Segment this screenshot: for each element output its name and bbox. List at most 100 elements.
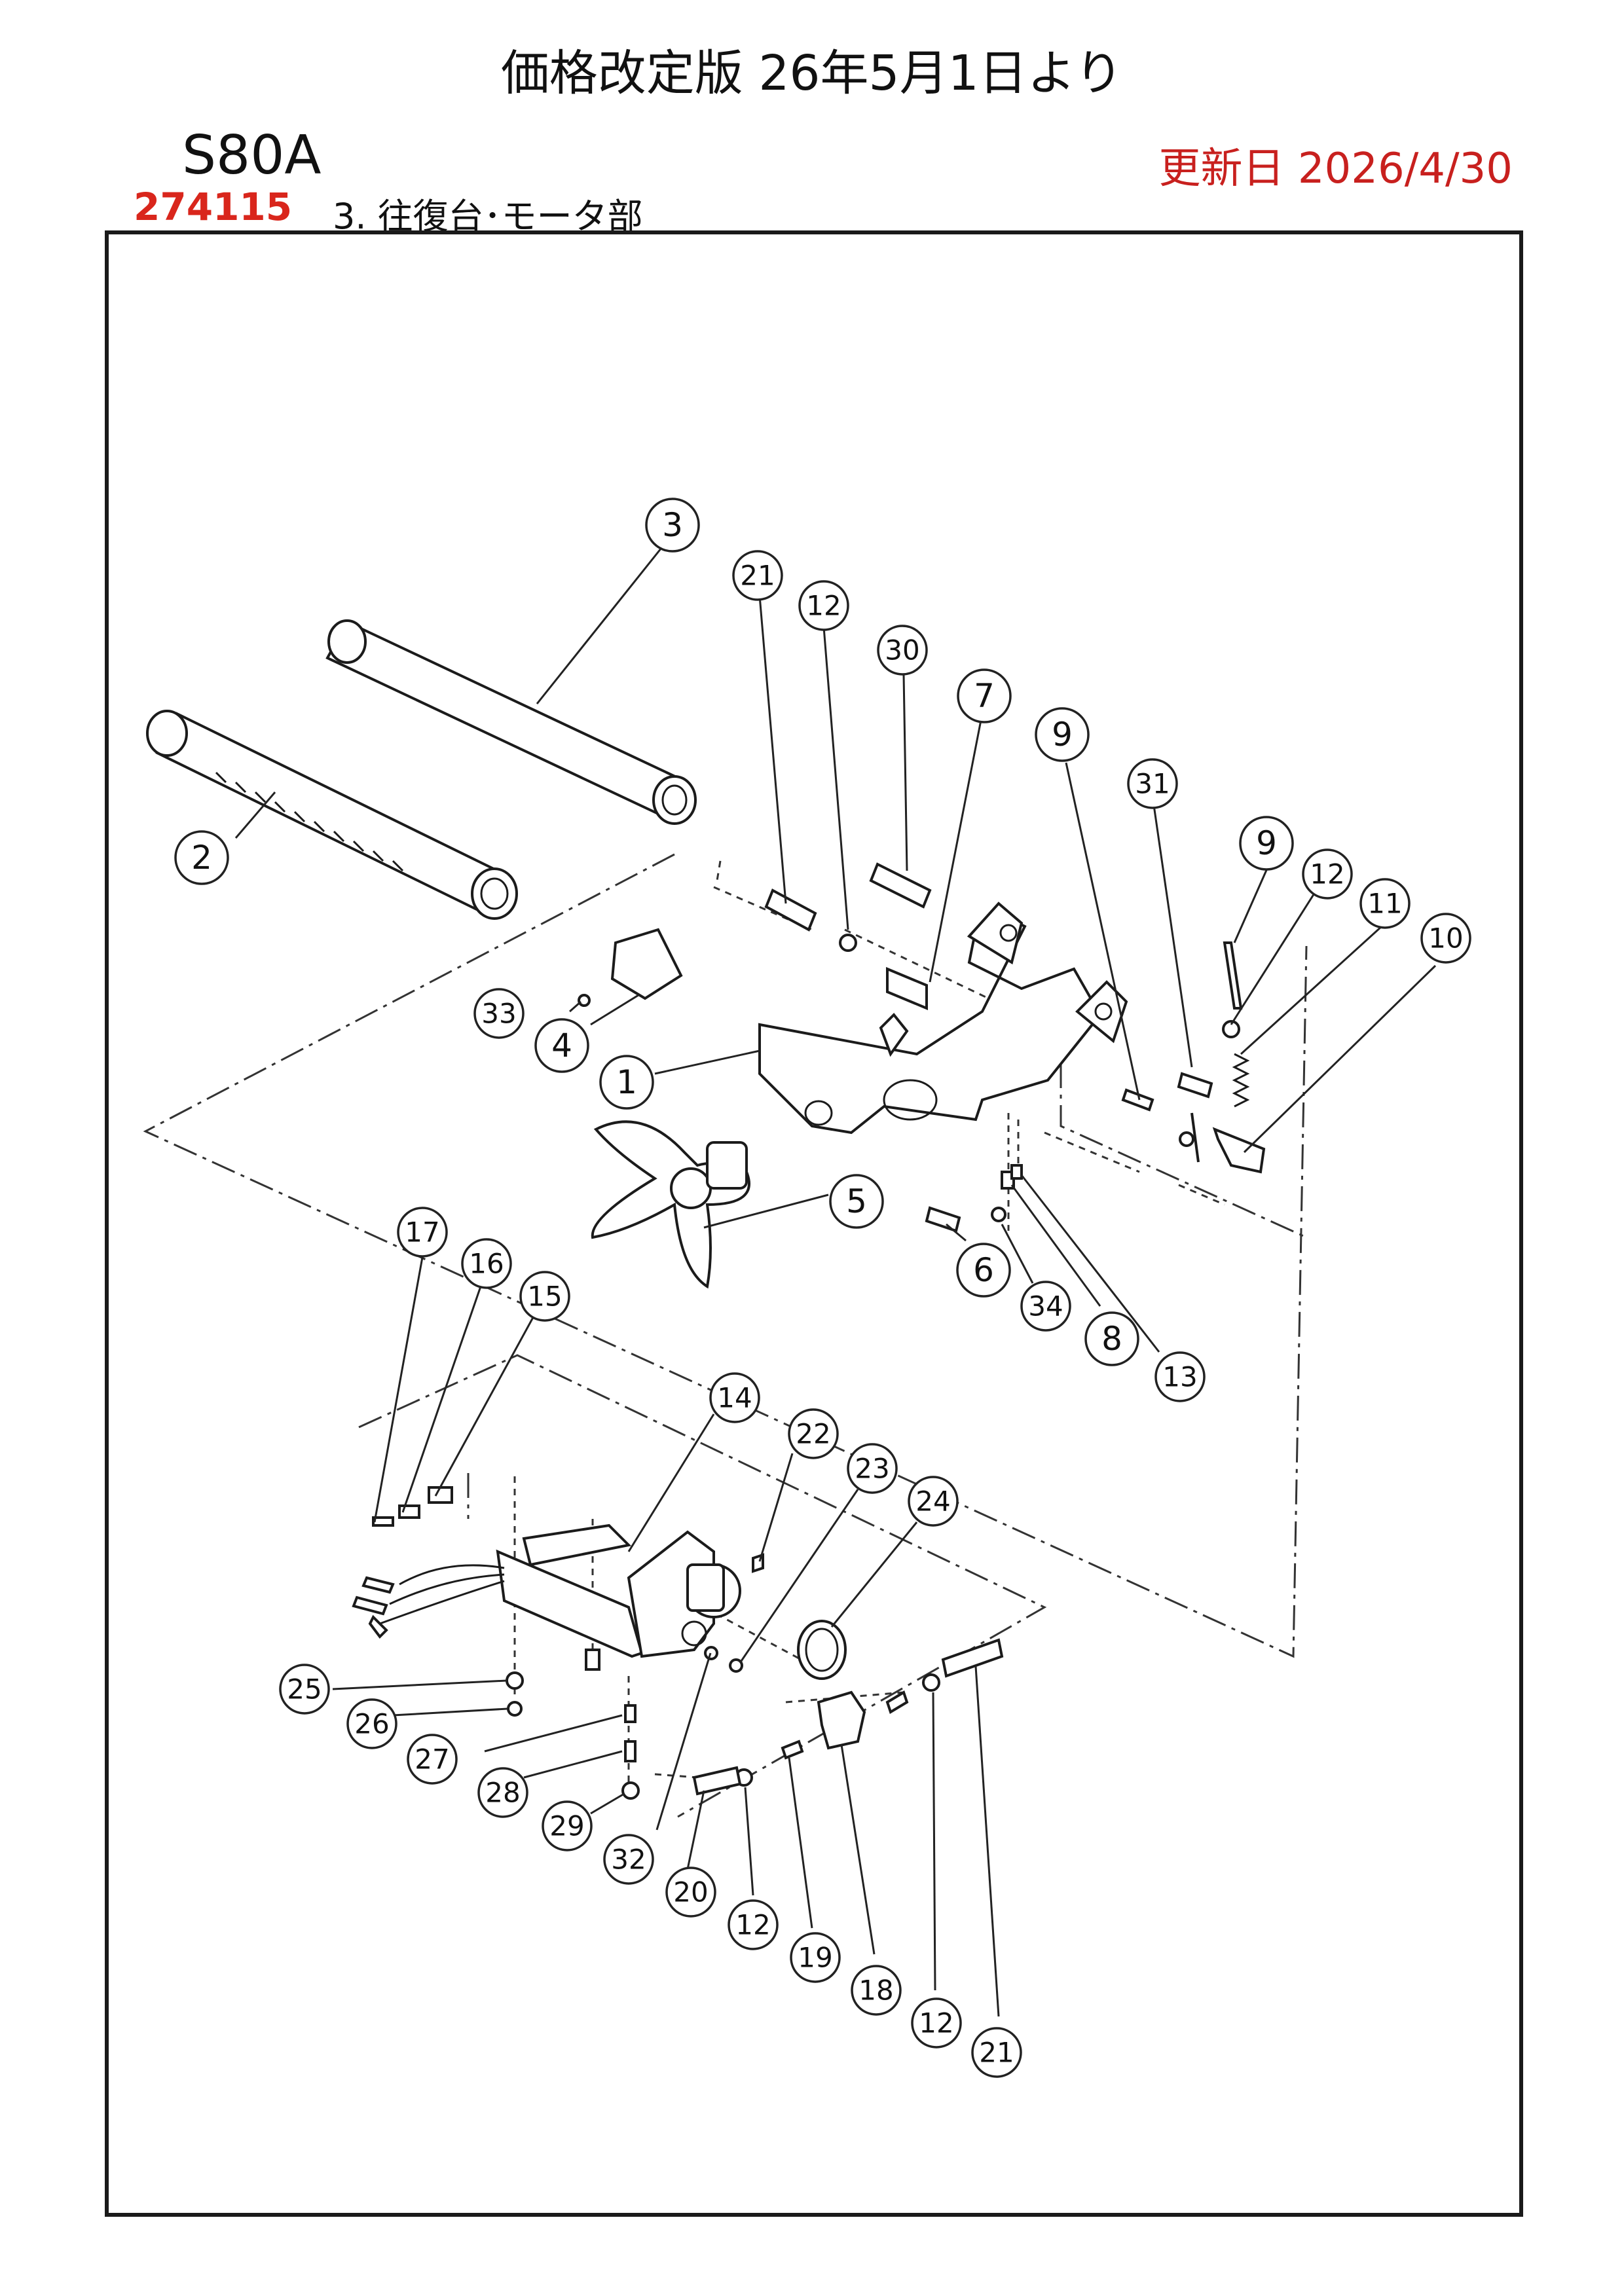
carriage-body [758, 902, 1128, 1135]
callout-23: 23 [847, 1443, 898, 1494]
callout-3: 3 [645, 498, 700, 553]
callout-10: 10 [1420, 913, 1471, 964]
svg-text:12: 12 [1310, 858, 1344, 890]
callout-12: 12 [798, 580, 849, 631]
callout-15: 15 [519, 1271, 570, 1322]
handle-10 [1212, 1127, 1266, 1174]
shaft-20 [692, 1766, 742, 1796]
svg-text:21: 21 [979, 2037, 1014, 2069]
svg-text:24: 24 [915, 1485, 950, 1518]
svg-text:8: 8 [1101, 1320, 1122, 1358]
callout-16: 16 [461, 1238, 512, 1289]
svg-text:33: 33 [481, 998, 516, 1030]
callout-21: 21 [971, 2027, 1022, 2078]
svg-text:31: 31 [1135, 768, 1170, 800]
svg-text:3: 3 [662, 506, 683, 544]
shaft-21-upper [764, 888, 817, 932]
callout-24: 24 [908, 1476, 959, 1527]
svg-text:32: 32 [611, 1844, 646, 1876]
svg-text:12: 12 [806, 590, 841, 622]
callout-19: 19 [790, 1932, 841, 1983]
callout-13: 13 [1154, 1351, 1206, 1402]
upper-assembly-outline [143, 853, 1308, 1658]
svg-text:29: 29 [549, 1810, 584, 1842]
callout-5: 5 [829, 1174, 884, 1229]
callout-2: 2 [174, 830, 229, 885]
svg-text:28: 28 [485, 1777, 520, 1809]
callout-33: 33 [473, 988, 525, 1039]
callout-18: 18 [851, 1965, 902, 2016]
svg-text:18: 18 [858, 1975, 893, 2007]
model-name: S80A [182, 124, 322, 187]
svg-text:5: 5 [846, 1182, 867, 1220]
svg-text:25: 25 [287, 1673, 322, 1705]
svg-text:10: 10 [1428, 922, 1463, 955]
diagram-frame [105, 230, 1523, 2217]
lead-wires [379, 1564, 505, 1625]
callout-14: 14 [709, 1372, 760, 1423]
svg-text:9: 9 [1256, 824, 1277, 862]
svg-text:11: 11 [1367, 888, 1402, 920]
callout-28: 28 [477, 1767, 528, 1818]
pin-30 [869, 862, 932, 909]
svg-text:12: 12 [919, 2007, 953, 2039]
block-18 [817, 1690, 866, 1750]
svg-text:13: 13 [1162, 1361, 1197, 1393]
callout-11: 11 [1359, 878, 1411, 929]
svg-text:7: 7 [974, 677, 995, 715]
callout-31: 31 [1127, 758, 1178, 809]
callout-6: 6 [956, 1243, 1011, 1298]
spring-11 [1232, 1053, 1250, 1108]
rack-shaft [146, 710, 518, 920]
callout-29: 29 [542, 1800, 593, 1851]
svg-text:9: 9 [1052, 716, 1073, 754]
callout-21: 21 [732, 550, 783, 601]
svg-text:21: 21 [740, 560, 775, 592]
callout-32: 32 [603, 1834, 654, 1885]
callout-12: 12 [1302, 848, 1353, 900]
callout-8: 8 [1084, 1311, 1139, 1366]
part-code: 274115 [134, 185, 293, 229]
motor [496, 1523, 741, 1658]
svg-text:16: 16 [469, 1248, 504, 1280]
callout-27: 27 [407, 1734, 458, 1785]
callout-9: 9 [1035, 707, 1090, 762]
callout-26: 26 [346, 1698, 397, 1749]
svg-text:1: 1 [616, 1063, 637, 1101]
svg-text:20: 20 [673, 1876, 708, 1908]
svg-text:19: 19 [798, 1942, 832, 1974]
section-title: 3. 往復台･モータ部 [333, 196, 643, 237]
callout-1: 1 [599, 1055, 654, 1110]
svg-text:30: 30 [885, 634, 919, 666]
callout-17: 17 [397, 1207, 448, 1258]
svg-text:27: 27 [415, 1743, 449, 1776]
svg-text:6: 6 [973, 1251, 994, 1289]
callout-20: 20 [665, 1867, 716, 1918]
svg-text:15: 15 [527, 1281, 562, 1313]
callout-12: 12 [911, 1997, 962, 2049]
svg-text:26: 26 [354, 1708, 389, 1740]
svg-text:34: 34 [1028, 1290, 1063, 1322]
callout-22: 22 [788, 1408, 839, 1459]
callout-30: 30 [877, 625, 928, 676]
callout-9: 9 [1239, 816, 1294, 871]
updated-date: 更新日 2026/4/30 [1158, 145, 1513, 193]
svg-text:17: 17 [405, 1216, 439, 1248]
callout-25: 25 [279, 1664, 330, 1715]
svg-text:22: 22 [796, 1418, 830, 1450]
svg-text:4: 4 [551, 1027, 572, 1065]
bracket [610, 928, 683, 1000]
svg-text:14: 14 [717, 1382, 752, 1414]
svg-text:23: 23 [855, 1453, 889, 1485]
upper-shaft [325, 619, 697, 825]
page-title: 価格改定版 26年5月1日より [500, 45, 1124, 101]
callout-12: 12 [728, 1899, 779, 1950]
block-7 [886, 967, 928, 1010]
svg-text:12: 12 [735, 1909, 770, 1941]
callout-7: 7 [957, 668, 1012, 723]
pin-6 [925, 1206, 961, 1233]
callout-34: 34 [1020, 1281, 1071, 1332]
star-knob [591, 1120, 750, 1289]
callout-4: 4 [534, 1018, 589, 1073]
